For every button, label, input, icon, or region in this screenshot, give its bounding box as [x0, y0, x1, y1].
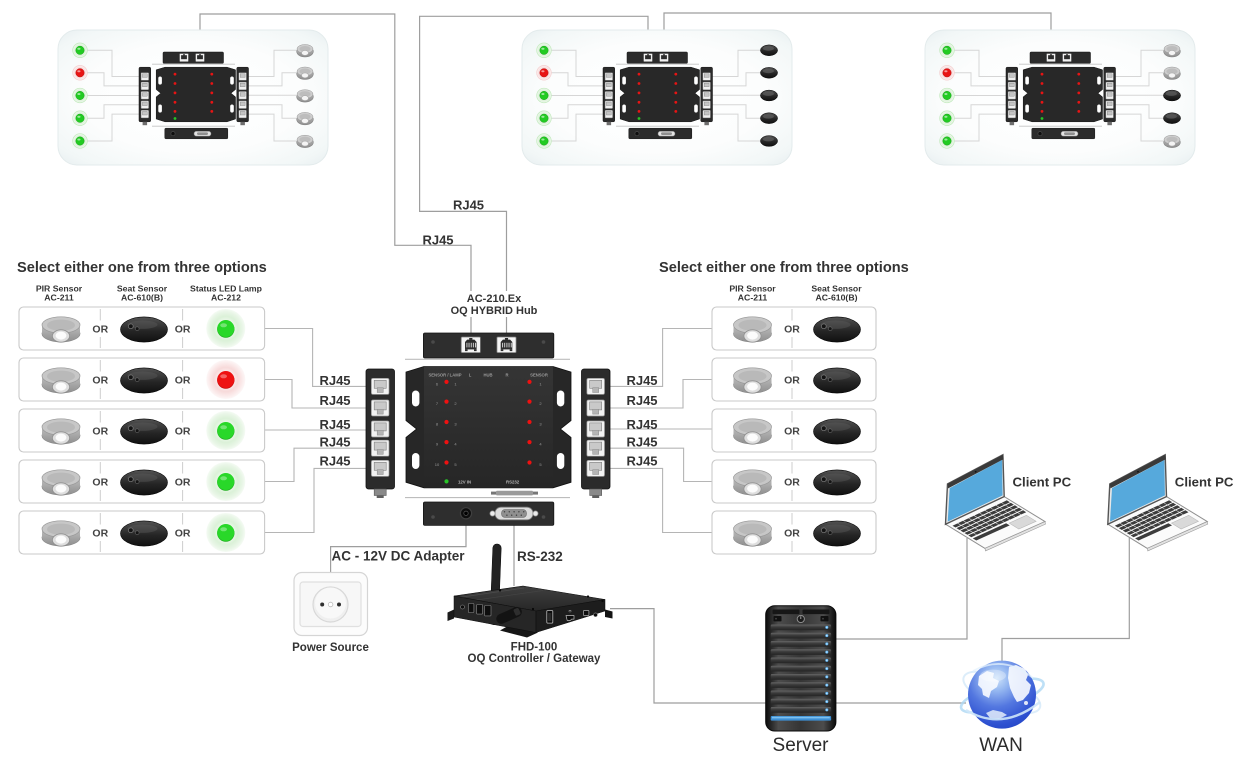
svg-text:OR: OR — [92, 374, 108, 386]
svg-text:RJ45: RJ45 — [319, 417, 350, 432]
svg-text:Power Source: Power Source — [292, 642, 369, 654]
svg-text:AC-211: AC-211 — [738, 293, 768, 303]
svg-text:Select either one from three o: Select either one from three options — [659, 260, 909, 276]
svg-text:FHD-100: FHD-100 — [511, 642, 558, 654]
svg-text:OR: OR — [92, 323, 108, 335]
svg-text:8: 8 — [436, 422, 439, 427]
svg-text:6: 6 — [436, 382, 439, 387]
svg-text:AC-211: AC-211 — [44, 293, 74, 303]
svg-text:OR: OR — [92, 527, 108, 539]
svg-text:Client PC: Client PC — [1013, 475, 1072, 490]
svg-text:OR: OR — [92, 476, 108, 488]
svg-text:9: 9 — [436, 442, 439, 447]
svg-text:RS-232: RS-232 — [517, 549, 563, 564]
svg-text:RJ45: RJ45 — [453, 198, 484, 213]
svg-text:RJ45: RJ45 — [626, 434, 657, 449]
svg-text:OR: OR — [784, 527, 800, 539]
svg-text:3: 3 — [454, 422, 457, 427]
svg-text:RJ45: RJ45 — [319, 373, 350, 388]
svg-text:RJ45: RJ45 — [626, 373, 657, 388]
svg-text:OR: OR — [175, 476, 191, 488]
svg-text:AC-610(B): AC-610(B) — [816, 293, 858, 303]
svg-text:OQ HYBRID Hub: OQ HYBRID Hub — [451, 305, 538, 317]
svg-text:L: L — [469, 373, 472, 378]
svg-text:10: 10 — [435, 462, 440, 467]
svg-text:AC - 12V DC Adapter: AC - 12V DC Adapter — [331, 549, 465, 564]
svg-text:OR: OR — [784, 374, 800, 386]
svg-text:OR: OR — [784, 425, 800, 437]
svg-text:AC-212: AC-212 — [211, 293, 241, 303]
svg-text:SENSOR / LAMP: SENSOR / LAMP — [428, 373, 461, 378]
svg-text:RJ45: RJ45 — [626, 417, 657, 432]
svg-text:Client PC: Client PC — [1175, 475, 1234, 490]
svg-text:OR: OR — [175, 374, 191, 386]
svg-text:R: R — [505, 373, 508, 378]
svg-text:RS232: RS232 — [506, 480, 520, 485]
svg-text:7: 7 — [436, 401, 439, 406]
svg-text:RJ45: RJ45 — [626, 454, 657, 469]
svg-text:12V IN: 12V IN — [458, 480, 471, 485]
svg-text:2: 2 — [539, 401, 542, 406]
svg-text:OR: OR — [175, 527, 191, 539]
svg-text:Status LED Lamp: Status LED Lamp — [190, 284, 262, 294]
svg-text:4: 4 — [539, 442, 542, 447]
svg-text:OQ Controller / Gateway: OQ Controller / Gateway — [468, 653, 602, 665]
svg-text:5: 5 — [454, 462, 457, 467]
svg-text:OR: OR — [784, 323, 800, 335]
svg-text:Seat Sensor: Seat Sensor — [117, 284, 168, 294]
svg-text:OR: OR — [92, 425, 108, 437]
svg-text:RJ45: RJ45 — [319, 393, 350, 408]
svg-text:AC-210.Ex: AC-210.Ex — [467, 293, 522, 305]
svg-text:OR: OR — [175, 323, 191, 335]
svg-text:AC-610(B): AC-610(B) — [121, 293, 163, 303]
svg-text:OR: OR — [175, 425, 191, 437]
svg-text:Server: Server — [773, 735, 830, 756]
svg-text:Select either one from three o: Select either one from three options — [17, 260, 267, 276]
svg-text:2: 2 — [454, 401, 457, 406]
svg-text:OR: OR — [784, 476, 800, 488]
svg-text:HUB: HUB — [483, 373, 492, 378]
svg-text:PIR Sensor: PIR Sensor — [729, 284, 776, 294]
svg-text:1: 1 — [454, 382, 457, 387]
svg-text:Seat Sensor: Seat Sensor — [811, 284, 862, 294]
svg-text:5: 5 — [539, 462, 542, 467]
svg-text:RJ45: RJ45 — [319, 454, 350, 469]
svg-text:RJ45: RJ45 — [319, 434, 350, 449]
svg-text:3: 3 — [539, 422, 542, 427]
svg-text:RJ45: RJ45 — [422, 233, 453, 248]
svg-text:SENSOR: SENSOR — [530, 373, 548, 378]
svg-text:1: 1 — [539, 382, 542, 387]
svg-text:4: 4 — [454, 442, 457, 447]
svg-text:WAN: WAN — [979, 735, 1023, 756]
svg-text:RJ45: RJ45 — [626, 393, 657, 408]
svg-text:PIR Sensor: PIR Sensor — [36, 284, 83, 294]
